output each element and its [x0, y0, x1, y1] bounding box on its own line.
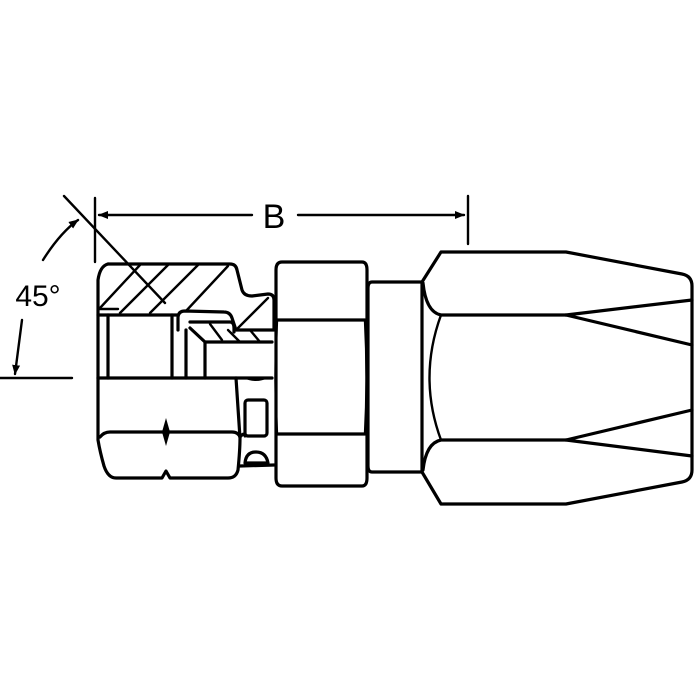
socket-face-curve: [428, 313, 443, 442]
hatch-line: [118, 263, 170, 315]
section-hatching: [98, 263, 270, 330]
taper-line-1: [564, 298, 694, 317]
sleeve-window: [243, 398, 269, 438]
nut-left-edge: [96, 262, 110, 380]
hatch-line: [248, 328, 262, 344]
hose-socket: [420, 250, 694, 506]
socket-outline: [420, 250, 694, 506]
taper-line-3: [564, 408, 694, 442]
hatch-line: [226, 328, 242, 344]
nipple-top: [188, 320, 236, 334]
hatch-line: [184, 264, 230, 313]
nut-lower-outline: [96, 376, 242, 480]
socket-flat-upper: [421, 281, 568, 317]
sleeve-bottom: [238, 463, 276, 468]
o-ring-mark: [243, 378, 268, 381]
nut-vertex-mark: [162, 418, 170, 446]
angle-reference-line: [62, 194, 167, 305]
hatch-line: [148, 263, 200, 315]
angle-dimension: 45°: [0, 194, 167, 380]
collar-outline: [366, 280, 424, 474]
sleeve-notch-left: [238, 432, 247, 439]
taper-line-2: [564, 313, 694, 347]
swivel-nut-exterior: [96, 376, 276, 480]
hex-face-left: [274, 318, 279, 436]
hex-face-right: [363, 318, 368, 436]
nut-flat-line: [98, 430, 242, 439]
angle-arrow-upper: [41, 218, 80, 262]
socket-flat-lower: [421, 438, 568, 472]
hatch-line: [236, 296, 270, 330]
nut-section-outline: [106, 262, 276, 332]
angle-label: 45°: [15, 280, 60, 313]
sleeve-notch: [243, 450, 270, 465]
hex-body: [274, 260, 369, 488]
hex-outline: [274, 260, 369, 488]
hatch-line: [98, 263, 142, 310]
dimension-b: B: [93, 194, 470, 264]
collar: [366, 280, 424, 474]
taper-line-4: [564, 438, 694, 458]
swivel-nut-section: [96, 262, 276, 381]
angle-arrow-lower: [12, 318, 24, 376]
hatch-line: [208, 322, 224, 342]
dimension-b-label: B: [263, 198, 286, 236]
